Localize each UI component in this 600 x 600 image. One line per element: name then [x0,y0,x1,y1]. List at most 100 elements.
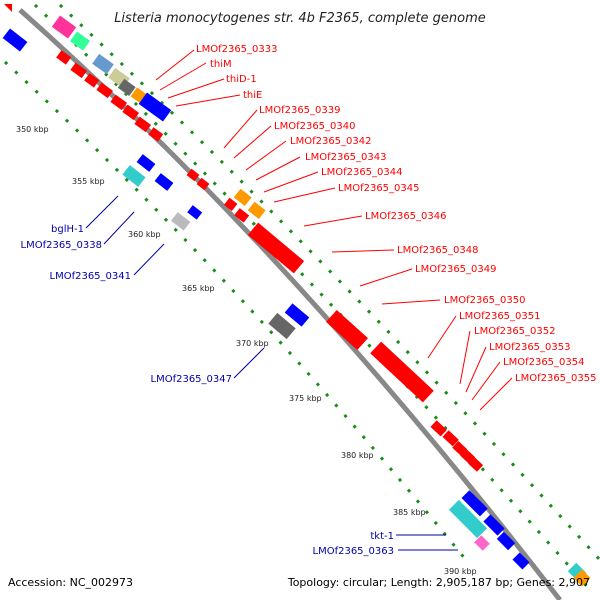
tick-ring-tracks [3,3,600,591]
scale-label: 380 kbp [341,451,374,460]
reverse-gene [448,499,488,539]
gene-label: LMOf2365_0342 [290,136,372,147]
scale-label: 360 kbp [128,230,161,239]
leader-line [233,347,265,379]
forward-gene [442,430,459,447]
leader-line [471,361,501,401]
forward-gene [430,420,447,437]
map-title: Listeria monocytogenes str. 4b F2365, co… [114,11,486,26]
gene-label: bglH-1 [51,224,84,235]
scale-label: 385 kbp [393,508,426,517]
leader-line [427,315,457,359]
scale-label: 355 kbp [72,177,105,186]
reverse-gene [2,28,28,52]
reverse-gene [573,569,591,587]
forward-gene [233,188,252,207]
leader-line [303,215,363,227]
forward-gene [96,82,114,99]
topology-text: Topology: circular; Length: 2,905,187 bp… [287,576,590,589]
forward-gene [70,31,90,51]
forward-gene [148,127,164,142]
leader-line [255,156,301,181]
leader-line [223,109,258,149]
tick-ring-forward [33,3,592,591]
scale-label: 375 kbp [289,394,322,403]
leader-line [273,187,336,203]
reverse-gene [483,514,505,536]
leader-line [155,49,195,81]
gene-label: LMOf2365_0344 [321,167,403,178]
forward-gene [460,448,476,464]
forward-gene [370,341,434,403]
gene-label: LMOf2365_0347 [151,374,233,385]
forward-gene-labels: LMOf2365_0333 thiM thiD-1 thiE LMOf2365_… [196,44,597,384]
gene-label: LMOf2365_0340 [274,121,356,132]
leader-line [167,78,225,99]
scale-label: 370 kbp [236,339,269,348]
gene-label: LMOf2365_0339 [259,105,341,116]
reverse-gene-labels: bglH-1 LMOf2365_0338 LMOf2365_0341 LMOf2… [21,224,395,557]
gene-label: LMOf2365_0350 [444,295,526,306]
forward-gene [51,15,77,39]
gene-label: LMOf2365_0341 [50,271,132,282]
forward-label-leaders [155,49,513,411]
leader-line [465,346,487,393]
gene-label: thiE [243,90,262,101]
gene-label: LMOf2365_0353 [489,342,571,353]
forward-gene [92,53,114,75]
scale-label: 390 kbp [444,567,477,576]
forward-gene [122,104,140,121]
forward-gene [134,116,152,133]
gene-label: LMOf2365_0355 [515,373,597,384]
gene-label: LMOf2365_0354 [503,357,585,368]
forward-gene [186,168,200,182]
gene-label: LMOf2365_0338 [21,240,103,251]
tick-ring-reverse [3,60,472,566]
forward-gene [117,78,136,96]
reverse-strand-features [2,28,591,587]
gene-label: LMOf2365_0333 [196,44,278,55]
forward-gene [138,92,172,122]
gene-label: LMOf2365_0346 [365,211,447,222]
gene-label: LMOf2365_0352 [474,326,556,337]
reverse-gene [268,312,296,340]
forward-gene [326,310,368,350]
reverse-gene [136,154,156,172]
reverse-gene [154,173,174,191]
forward-gene [4,4,12,12]
leader-line [459,330,471,385]
forward-gene [468,456,484,472]
leader-line [331,249,395,253]
accession-text: Accession: NC_002973 [8,576,133,589]
forward-strand-features [4,4,484,472]
forward-gene [234,208,250,223]
reverse-gene [187,205,203,220]
leader-line [85,195,119,229]
forward-gene [110,94,128,111]
forward-gene [70,62,88,79]
gene-label: LMOf2365_0351 [459,311,541,322]
reverse-gene [496,531,516,551]
scale-labels: 350 kbp 355 kbp 360 kbp 365 kbp 370 kbp … [16,125,477,576]
leader-line [159,62,207,91]
leader-line [479,377,513,411]
gene-label: tkt-1 [370,531,394,542]
forward-gene [247,222,305,274]
leader-line [359,268,413,287]
reverse-gene [122,165,146,187]
forward-gene [84,73,100,88]
gene-label: thiM [210,59,232,70]
gene-label: LMOf2365_0343 [305,152,387,163]
leader-line [175,94,241,107]
forward-gene [196,177,210,191]
leader-line [133,243,165,276]
leader-line [245,140,287,171]
forward-gene [223,197,238,212]
leader-line [263,171,319,193]
gene-label: thiD-1 [226,74,257,85]
leader-line [103,211,135,245]
reverse-gene [474,535,490,551]
reverse-label-leaders [85,195,458,551]
reverse-gene [512,552,530,570]
